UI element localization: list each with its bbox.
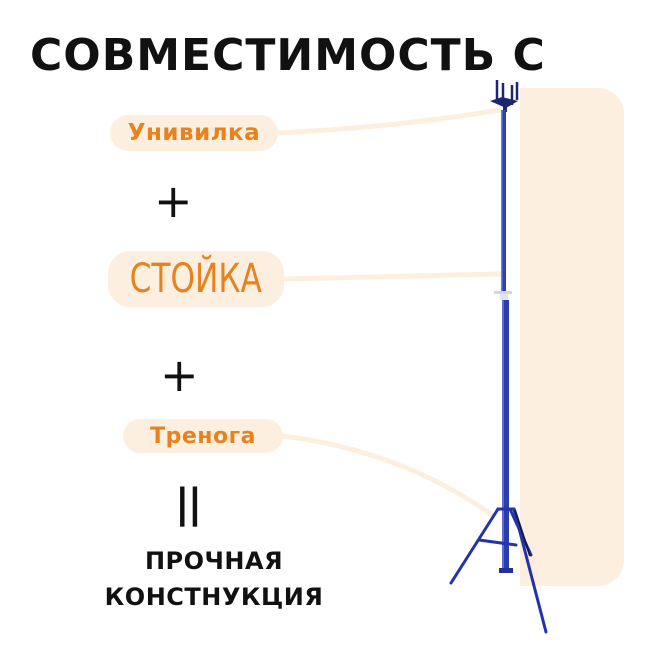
- result-line-1: ПРОЧНАЯ: [144, 547, 284, 575]
- component-label-text: Тренога: [150, 423, 256, 449]
- plus-sign: +: [154, 174, 193, 228]
- page-title: СОВМЕСТИМОСТЬ С: [30, 30, 546, 81]
- highlight-panel: [520, 88, 624, 586]
- component-label-trenoga: Тренога: [123, 419, 283, 453]
- component-label-text: СТОЙКА: [129, 256, 263, 302]
- component-label-text: Унивилка: [127, 120, 261, 146]
- result-text: ПРОЧНАЯ КОНСТНУКЦИЯ: [102, 543, 326, 615]
- plus-sign: +: [160, 348, 199, 402]
- component-label-univilka: Унивилка: [110, 115, 278, 151]
- result-line-2: КОНСТНУКЦИЯ: [104, 583, 324, 611]
- equals-sign: ||: [175, 481, 202, 527]
- component-label-stoyka: СТОЙКА: [108, 251, 284, 307]
